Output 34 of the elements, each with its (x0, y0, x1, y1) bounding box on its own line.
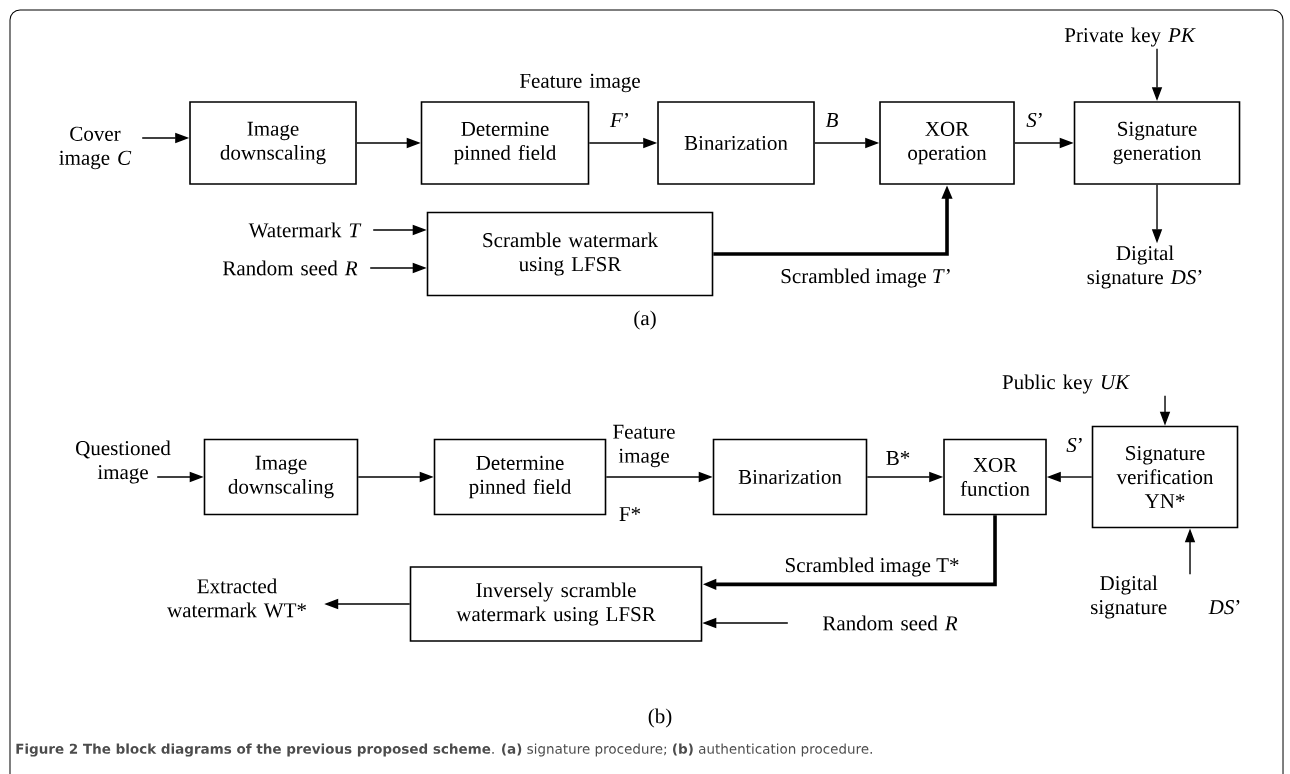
signal-label: Feature image (613, 424, 675, 468)
signal-label: Digital signature DS’ (1087, 245, 1202, 289)
signal-label: Watermark T (248, 222, 362, 238)
process-box: Inversely scramble watermark using LFSR (409, 566, 703, 642)
process-box: Signature verification YN* (1091, 425, 1239, 529)
edge-label: B* (884, 450, 912, 466)
process-box: Image downscaling (203, 438, 359, 516)
process-box: Determine pinned field (433, 438, 607, 516)
process-box: XOR function (943, 438, 1047, 516)
signal-label: Extracted watermark WT* (167, 578, 306, 618)
input-label: Digital signature DS’ (1091, 575, 1240, 619)
edge-label: Scrambled image T’ (779, 267, 953, 289)
edge-label: Scrambled image T* (783, 556, 961, 578)
signal-label: Cover image C (59, 126, 132, 170)
signal-label: Feature image (520, 73, 640, 93)
process-box: Scramble watermark using LFSR (426, 211, 714, 297)
edge-label: F’ (609, 112, 631, 128)
signal-label: Random seed R (222, 260, 358, 276)
signal-label: Questioned image (76, 440, 171, 484)
signal-label: Public key UK (1002, 374, 1131, 394)
process-box: XOR operation (879, 101, 1015, 185)
caption: Figure 2 The block diagrams of the previous proposed scheme. (a) signature procedure; (b) authentication procedure. (16, 743, 872, 757)
signal-label: Private key PK (1064, 27, 1196, 47)
edge-label: B (824, 112, 840, 128)
process-box: Binarization (712, 438, 868, 516)
process-box: Signature generation (1073, 101, 1241, 185)
process-box: Determine pinned field (420, 101, 590, 185)
process-box: Binarization (657, 101, 815, 185)
edge-label: S’ (1065, 436, 1085, 454)
edge-label: F* (617, 506, 643, 522)
process-box: Image downscaling (189, 101, 357, 185)
panel-label: (b) (648, 708, 672, 728)
edge-label: S’ (1025, 111, 1045, 129)
signal-label: Random seed R (822, 615, 958, 631)
